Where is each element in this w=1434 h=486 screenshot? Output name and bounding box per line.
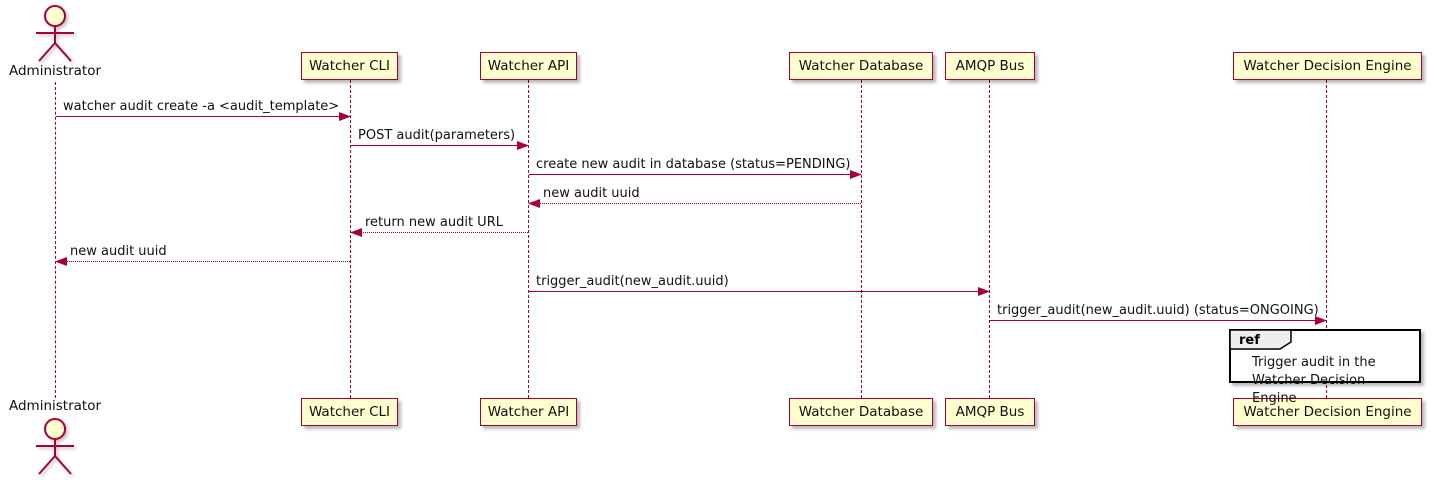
- ref-tab-icon: ref: [1229, 329, 1292, 350]
- message-arrow: [350, 228, 528, 237]
- message-new-audit-uuid-cli: new audit uuid: [55, 244, 350, 266]
- arrowhead-right-icon: [339, 112, 351, 121]
- lifeline-watcher-api: [528, 80, 529, 398]
- message-arrow: [55, 257, 350, 266]
- message-label: POST audit(parameters): [358, 128, 516, 143]
- lifeline-administrator: [55, 82, 56, 398]
- participant-watcher-database-bottom: Watcher Database: [789, 398, 933, 426]
- participant-watcher-database-top: Watcher Database: [789, 52, 933, 80]
- message-arrow: [351, 141, 529, 150]
- participant-watcher-cli-bottom: Watcher CLI: [301, 398, 398, 426]
- participant-watcher-api-top: Watcher API: [480, 52, 577, 80]
- actor-administrator-bottom: Administrator: [0, 398, 110, 477]
- message-arrow: [528, 199, 861, 208]
- lifeline-watcher-decision-engine: [1326, 80, 1327, 398]
- message-trigger-audit: trigger_audit(new_audit.uuid): [529, 274, 990, 296]
- arrowhead-right-icon: [978, 287, 990, 296]
- participant-watcher-api-bottom: Watcher API: [480, 398, 577, 426]
- participant-watcher-decision-engine-bottom: Watcher Decision Engine: [1233, 398, 1422, 426]
- message-label: return new audit URL: [365, 215, 503, 230]
- actor-label: Administrator: [8, 398, 102, 414]
- lifeline-amqp-bus: [989, 80, 990, 398]
- message-new-audit-uuid-db: new audit uuid: [528, 186, 861, 208]
- message-label: new audit uuid: [543, 186, 640, 201]
- arrowhead-right-icon: [517, 141, 529, 150]
- ref-fragment: ref Trigger audit in the Watcher Decisio…: [1229, 329, 1421, 406]
- message-post-audit: POST audit(parameters): [351, 128, 529, 150]
- message-arrow: [990, 316, 1327, 325]
- message-arrow: [56, 112, 351, 121]
- actor-icon: [36, 5, 74, 62]
- participant-watcher-cli-top: Watcher CLI: [301, 52, 398, 80]
- actor-administrator-top: Administrator: [0, 4, 110, 80]
- ref-text: Trigger audit in the Watcher Decision En…: [1231, 331, 1419, 408]
- message-return-new-audit-url: return new audit URL: [350, 215, 528, 237]
- actor-label: Administrator: [8, 63, 102, 79]
- message-label: new audit uuid: [70, 244, 167, 259]
- participant-amqp-bus-bottom: AMQP Bus: [945, 398, 1035, 426]
- actor-icon: [36, 418, 74, 475]
- message-create-new-audit: create new audit in database (status=PEN…: [529, 157, 862, 179]
- ref-line: Trigger audit in the: [1252, 355, 1376, 370]
- message-trigger-audit-ongoing: trigger_audit(new_audit.uuid) (status=ON…: [990, 303, 1327, 325]
- arrowhead-left-icon: [528, 199, 540, 208]
- lifeline-watcher-database: [861, 80, 862, 398]
- ref-line: Watcher Decision Engine: [1252, 373, 1366, 406]
- participant-amqp-bus-top: AMQP Bus: [945, 52, 1035, 80]
- message-watcher-audit-create: watcher audit create -a <audit_template>: [56, 99, 351, 121]
- arrowhead-right-icon: [850, 170, 862, 179]
- arrowhead-right-icon: [1315, 316, 1327, 325]
- arrowhead-left-icon: [350, 228, 362, 237]
- participant-watcher-decision-engine-top: Watcher Decision Engine: [1233, 52, 1422, 80]
- message-label: trigger_audit(new_audit.uuid): [536, 274, 729, 289]
- arrowhead-left-icon: [55, 257, 67, 266]
- message-label: trigger_audit(new_audit.uuid) (status=ON…: [997, 303, 1319, 318]
- message-arrow: [529, 287, 990, 296]
- lifeline-watcher-cli: [350, 80, 351, 398]
- ref-keyword: ref: [1239, 333, 1260, 348]
- message-label: create new audit in database (status=PEN…: [536, 157, 851, 172]
- message-arrow: [529, 170, 862, 179]
- message-label: watcher audit create -a <audit_template>: [63, 99, 340, 114]
